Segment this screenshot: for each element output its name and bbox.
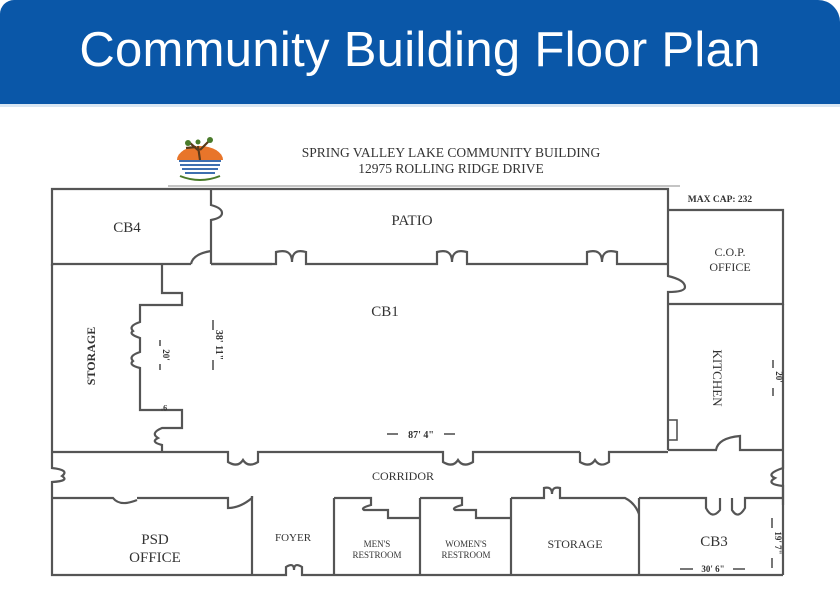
building-name: SPRING VALLEY LAKE COMMUNITY BUILDING: [302, 145, 601, 160]
room-kitchen: KITCHEN: [710, 349, 725, 407]
svg-text:38' 11": 38' 11": [213, 330, 224, 360]
room-cop-office-line1: C.O.P.: [714, 245, 745, 259]
slide-title: Community Building Floor Plan: [79, 23, 761, 77]
walls: [50, 187, 785, 577]
svg-text:20': 20': [774, 371, 784, 383]
dimension-storage-width: 9': [161, 403, 167, 412]
room-cb4: CB4: [113, 220, 141, 236]
room-cb1: CB1: [371, 304, 399, 320]
dimension-cb3-width: 30' 6": [680, 564, 745, 574]
room-womens-line2: RESTROOM: [441, 550, 490, 560]
dimension-cb3-depth: 19' 7": [771, 518, 783, 568]
room-foyer: FOYER: [275, 532, 312, 544]
room-psd-office-line2: OFFICE: [129, 550, 181, 566]
dimension-storage-depth: 20': [159, 340, 171, 370]
room-storage-west: STORAGE: [84, 327, 98, 385]
room-mens-line2: RESTROOM: [352, 550, 401, 560]
room-storage-south: STORAGE: [547, 537, 602, 551]
svg-text:19' 7": 19' 7": [773, 531, 783, 554]
room-womens-line1: WOMEN'S: [445, 539, 487, 549]
floor-plan: SPRING VALLEY LAKE COMMUNITY BUILDING 12…: [0, 108, 840, 600]
room-psd-office-line1: PSD: [141, 532, 169, 548]
room-patio: PATIO: [391, 213, 432, 229]
svg-text:20': 20': [161, 349, 171, 361]
svg-text:87' 4": 87' 4": [408, 430, 434, 441]
room-cb3: CB3: [700, 534, 728, 550]
spring-valley-lake-logo-icon: [177, 137, 223, 181]
dimension-cb1-width: 87' 4": [387, 430, 455, 441]
room-cop-office-line2: OFFICE: [709, 260, 750, 274]
max-capacity: MAX CAP: 232: [688, 195, 753, 205]
svg-text:30' 6": 30' 6": [701, 564, 724, 574]
room-corridor: CORRIDOR: [372, 469, 434, 483]
room-mens-line1: MEN'S: [364, 539, 391, 549]
slide-title-bar: Community Building Floor Plan: [0, 0, 840, 107]
dimension-kitchen-depth: 20': [772, 360, 784, 396]
building-address: 12975 ROLLING RIDGE DRIVE: [358, 161, 544, 176]
dimension-cb1-depth: 38' 11": [212, 320, 224, 370]
